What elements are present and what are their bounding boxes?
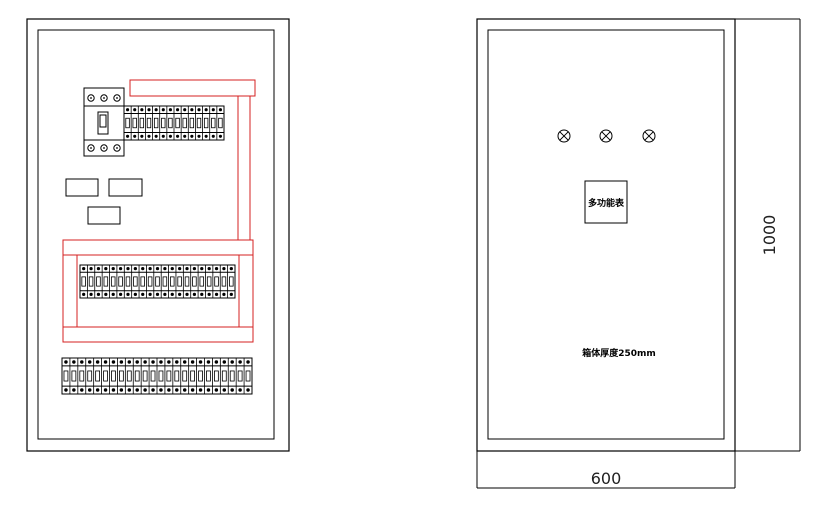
middle-breaker: [146, 265, 153, 298]
middle-breaker: [227, 265, 234, 298]
upper-breaker: [137, 106, 145, 140]
upper-breaker: [123, 106, 130, 140]
upper-breaker: [173, 106, 180, 140]
front-view: 多功能表 箱体厚度250mm 600 1000: [476, 18, 801, 489]
main-breaker-toggle: [97, 111, 109, 135]
bottom-breaker: [235, 358, 243, 394]
upper-breaker: [216, 106, 223, 140]
main-breaker: [83, 87, 125, 157]
upper-busbar: [129, 79, 256, 240]
bottom-breaker: [196, 358, 203, 394]
middle-breaker: [197, 265, 205, 298]
bottom-breaker-row: [61, 357, 253, 395]
middle-breaker: [190, 265, 197, 298]
bottom-breaker: [172, 358, 180, 394]
bottom-breaker: [101, 358, 108, 394]
height-dimension-label: 1000: [760, 215, 779, 256]
middle-breaker: [86, 265, 94, 298]
multifunction-meter-box: [584, 180, 628, 224]
main-breaker-terminals-bottom: [87, 144, 121, 152]
indicator-lamp-2-icon: [599, 129, 613, 143]
upper-breaker: [202, 106, 209, 140]
middle-breaker: [182, 265, 190, 298]
middle-breaker: [219, 265, 227, 298]
bottom-breaker: [204, 358, 211, 394]
middle-breaker: [160, 265, 168, 298]
bottom-breaker: [93, 358, 101, 394]
middle-busbar-frame: [62, 239, 254, 343]
main-breaker-terminals-top: [87, 94, 121, 102]
multifunction-meter-label: 多功能表: [588, 197, 625, 209]
bottom-breaker: [227, 358, 235, 394]
indicator-lamp-3-icon: [642, 129, 656, 143]
middle-breaker: [131, 265, 138, 298]
door-panel: [487, 29, 725, 440]
middle-breaker: [175, 265, 182, 298]
bottom-breaker: [156, 358, 164, 394]
upper-breaker: [166, 106, 173, 140]
middle-breaker-row: [79, 264, 236, 299]
middle-breaker: [109, 265, 116, 298]
bottom-breaker: [77, 358, 85, 394]
middle-breaker: [116, 265, 123, 298]
indicator-lamps: [557, 129, 656, 143]
upper-breaker: [145, 106, 152, 140]
internal-layout-view: [26, 18, 290, 452]
middle-breaker: [123, 265, 131, 298]
bottom-breaker: [117, 358, 124, 394]
upper-breaker: [180, 106, 187, 140]
bottom-breaker: [140, 358, 148, 394]
depth-note: 箱体厚度250mm: [582, 347, 656, 359]
middle-breaker: [212, 265, 219, 298]
bottom-breaker: [124, 358, 132, 394]
bottom-breaker: [212, 358, 219, 394]
bottom-breaker: [164, 358, 172, 394]
middle-breaker: [153, 265, 160, 298]
upper-breaker: [159, 106, 166, 140]
bottom-breaker: [180, 358, 188, 394]
indicator-lamp-1-icon: [557, 129, 571, 143]
middle-breaker: [94, 265, 101, 298]
middle-breaker: [168, 265, 175, 298]
middle-breaker: [79, 265, 86, 298]
middle-breaker: [101, 265, 109, 298]
middle-breaker: [138, 265, 145, 298]
bottom-breaker: [61, 358, 69, 394]
upper-breaker: [130, 106, 137, 140]
component-box-3: [87, 206, 121, 225]
middle-breaker: [205, 265, 212, 298]
bottom-breaker: [69, 358, 77, 394]
upper-breaker-row: [123, 105, 225, 141]
component-box-2: [108, 178, 143, 197]
bottom-breaker: [109, 358, 116, 394]
upper-breaker: [152, 106, 159, 140]
bottom-breaker: [219, 358, 227, 394]
bottom-breaker: [132, 358, 140, 394]
component-box-1: [65, 178, 99, 197]
bottom-breaker: [85, 358, 93, 394]
bottom-breaker: [188, 358, 196, 394]
width-dimension: [476, 451, 736, 489]
upper-breaker: [187, 106, 195, 140]
height-dimension: [735, 18, 801, 452]
bottom-breaker: [243, 358, 251, 394]
cabinet-outer-frame: [26, 18, 290, 452]
front-outer-frame: [476, 18, 736, 452]
mounting-plate: [37, 29, 275, 440]
bottom-breaker: [148, 358, 156, 394]
upper-breaker: [195, 106, 202, 140]
upper-breaker: [209, 106, 216, 140]
width-dimension-label: 600: [591, 469, 622, 488]
